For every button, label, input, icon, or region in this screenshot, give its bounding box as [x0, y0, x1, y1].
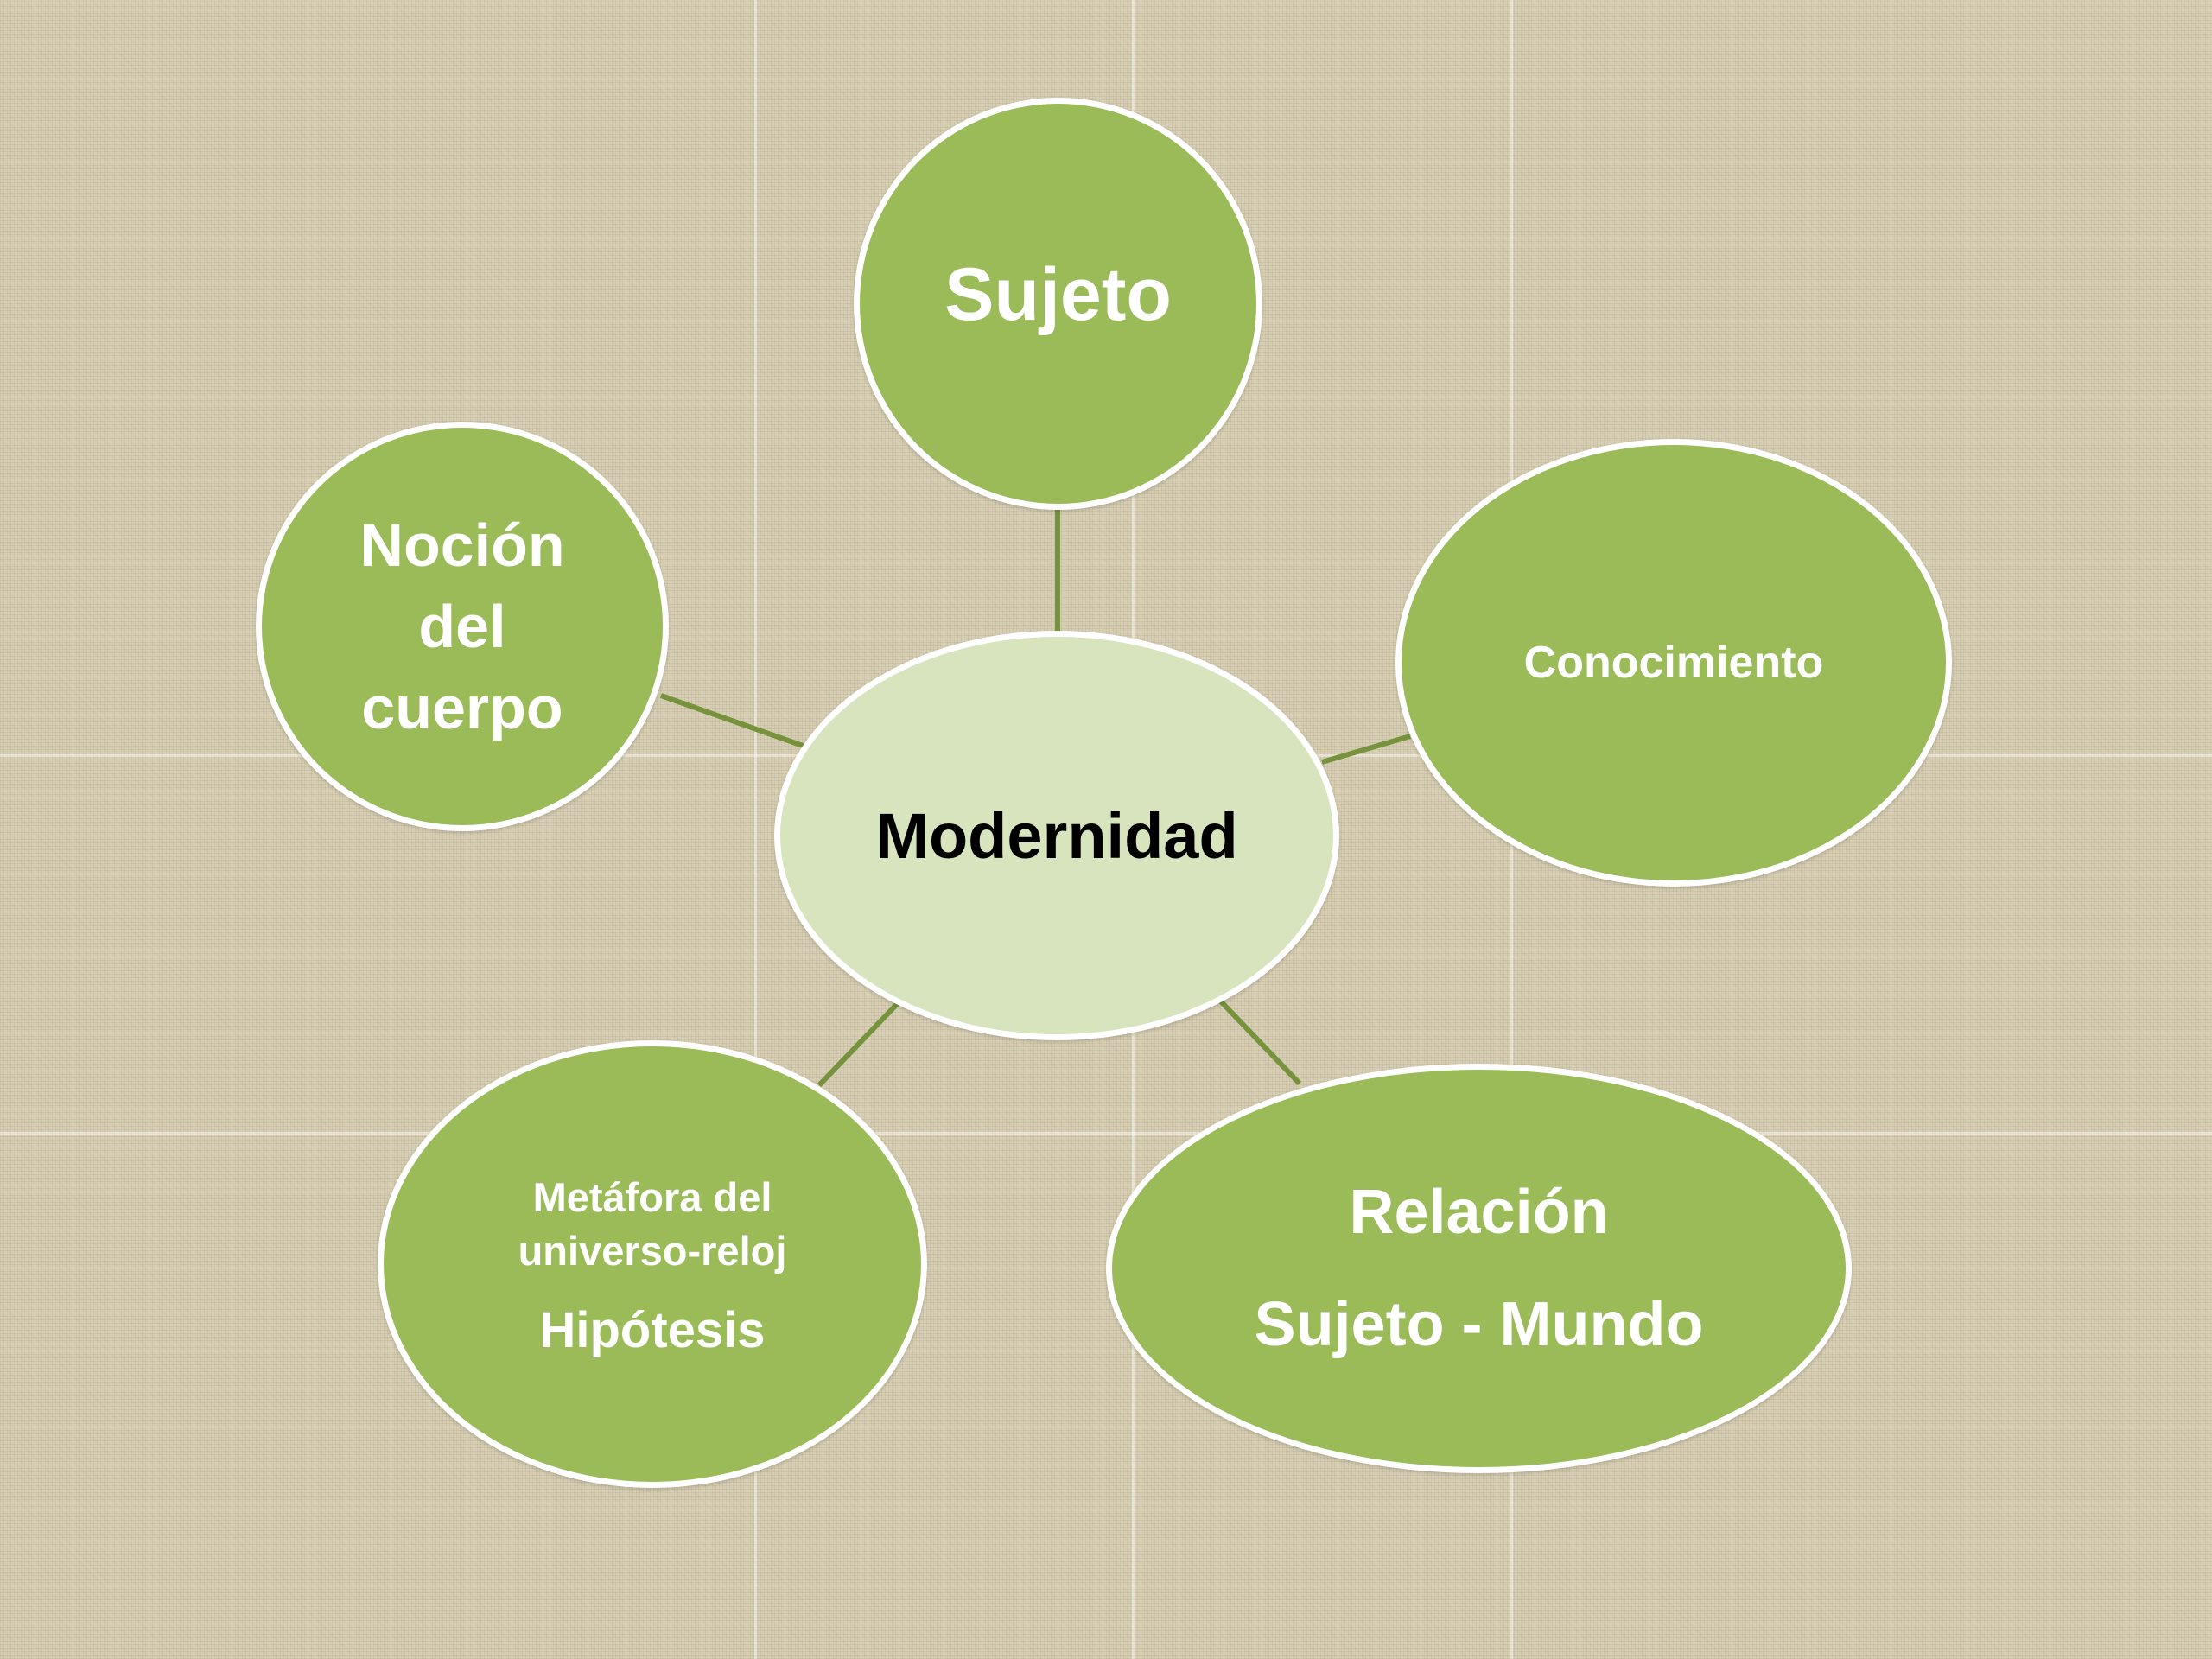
node-nocion-line-2: del — [418, 593, 506, 660]
grid-line — [754, 0, 757, 1659]
connector-nocion — [660, 693, 806, 749]
node-relacion-sujeto-mundo: Relación Sujeto - Mundo — [1106, 1064, 1852, 1473]
node-metafora-line-2: universo-reloj — [518, 1228, 787, 1274]
center-node-label: Modernidad — [875, 799, 1238, 872]
node-relacion-line-1: Relación — [1349, 1178, 1609, 1247]
node-nocion-del-cuerpo: Noción del cuerpo — [256, 422, 669, 831]
node-conocimiento: Conocimiento — [1395, 439, 1952, 887]
node-sujeto: Sujeto — [854, 98, 1262, 510]
node-sujeto-label: Sujeto — [944, 253, 1172, 336]
connector-conocimiento — [1321, 734, 1411, 765]
node-nocion-line-3: cuerpo — [361, 674, 563, 741]
node-metafora-sub: Hipótesis — [539, 1302, 766, 1358]
node-metafora-universo-reloj: Metáfora del universo-reloj Hipótesis — [378, 1040, 927, 1488]
connector-relacion — [1217, 998, 1302, 1086]
node-conocimiento-label: Conocimiento — [1523, 638, 1824, 688]
node-nocion-line-1: Noción — [359, 512, 565, 579]
center-node-modernidad: Modernidad — [774, 631, 1339, 1040]
connector-metafora — [817, 1000, 901, 1088]
node-metafora-line-1: Metáfora del — [532, 1174, 772, 1220]
grid-line — [0, 1132, 2212, 1135]
node-relacion-line-2: Sujeto - Mundo — [1254, 1290, 1704, 1359]
